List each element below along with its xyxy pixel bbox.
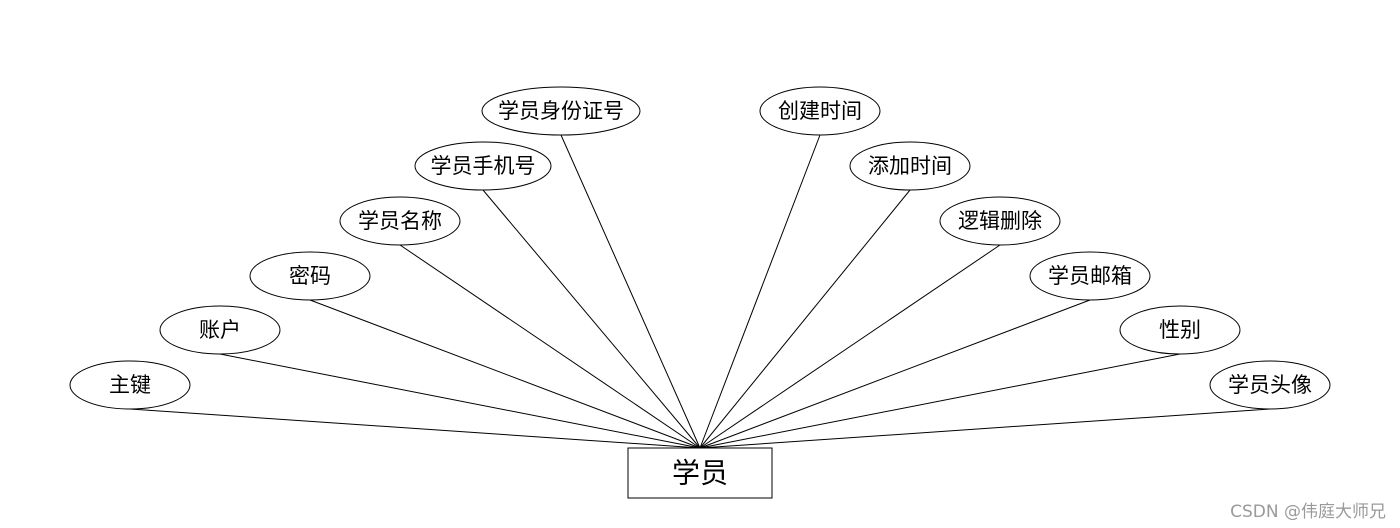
entity-label: 学员 — [672, 457, 728, 490]
attribute-label: 逻辑删除 — [958, 209, 1042, 233]
attribute-node: 主键 — [69, 360, 191, 410]
entity-node: 学员 — [627, 447, 773, 499]
attribute-ellipse — [1119, 305, 1241, 355]
attribute-node: 密码 — [249, 251, 371, 301]
attribute-node: 性别 — [1119, 305, 1241, 355]
attribute-ellipse — [414, 141, 552, 191]
connector-line — [129, 408, 701, 449]
attribute-label: 学员身份证号 — [498, 99, 624, 123]
attribute-label: 密码 — [289, 264, 331, 288]
attribute-ellipse — [759, 86, 881, 136]
connector-line — [699, 134, 821, 449]
attribute-label: 性别 — [1159, 318, 1201, 342]
attribute-node: 学员邮箱 — [1029, 251, 1151, 301]
attribute-label: 学员名称 — [358, 209, 442, 233]
attribute-ellipse — [849, 141, 971, 191]
connector-line — [309, 299, 701, 449]
connector-line — [699, 244, 1001, 449]
attribute-label: 学员手机号 — [431, 154, 536, 178]
attribute-ellipse — [339, 196, 461, 246]
attribute-node: 学员身份证号 — [481, 86, 641, 136]
entity-box — [627, 447, 773, 499]
connector-line — [699, 189, 911, 449]
connector-line — [699, 353, 1181, 449]
attribute-label: 主键 — [109, 373, 151, 397]
attribute-ellipse — [481, 86, 641, 136]
attribute-label: 创建时间 — [778, 99, 862, 123]
attribute-label: 学员头像 — [1228, 373, 1312, 397]
connector-line — [399, 244, 701, 449]
connectors — [129, 134, 1271, 449]
attribute-node: 学员手机号 — [414, 141, 552, 191]
attribute-ellipse — [939, 196, 1061, 246]
connector-line — [219, 353, 701, 449]
connector-line — [699, 408, 1271, 449]
connector-line — [482, 189, 701, 449]
attribute-node: 学员名称 — [339, 196, 461, 246]
attribute-node: 逻辑删除 — [939, 196, 1061, 246]
attribute-node: 学员头像 — [1209, 360, 1331, 410]
attribute-ellipse — [249, 251, 371, 301]
connector-line — [560, 134, 701, 449]
attributes: 主键 账户 密码 学员名称 学员手机号 学员身份证号 创建时间添加时间逻辑删除学员邮箱性别学… — [69, 86, 1331, 410]
attribute-ellipse — [159, 305, 281, 355]
attribute-label: 学员邮箱 — [1048, 264, 1132, 288]
attribute-ellipse — [69, 360, 191, 410]
attribute-node: 账户 — [159, 305, 281, 355]
attribute-node: 创建时间 — [759, 86, 881, 136]
attribute-ellipse — [1209, 360, 1331, 410]
attribute-label: 添加时间 — [868, 154, 952, 178]
connector-line — [699, 299, 1091, 449]
attribute-label: 账户 — [199, 318, 241, 342]
watermark: CSDN @伟庭大师兄 — [1230, 502, 1386, 522]
attribute-ellipse — [1029, 251, 1151, 301]
attribute-node: 添加时间 — [849, 141, 971, 191]
